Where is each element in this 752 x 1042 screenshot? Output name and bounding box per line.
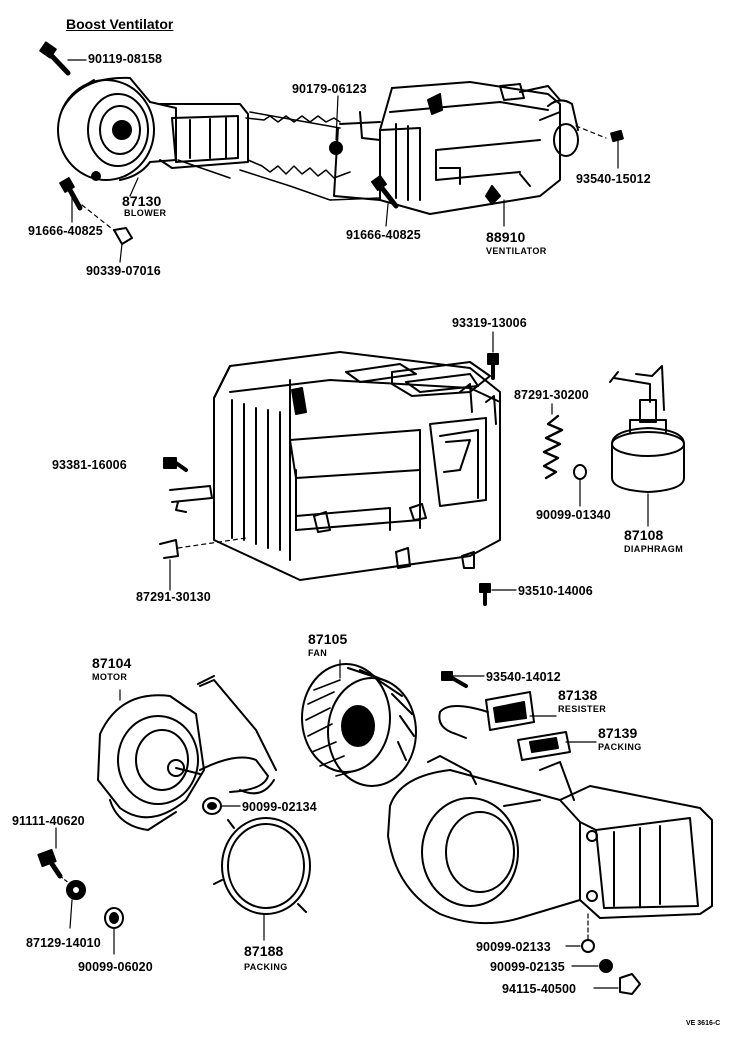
label-diaphragm-number: 87108	[624, 527, 664, 543]
packing-small-drawing	[517, 731, 571, 761]
screw-case-bottom-drawing	[479, 583, 491, 606]
label-washer-a: 90099-02133	[476, 940, 551, 954]
label-screw-vent: 91666-40825	[346, 228, 421, 242]
label-screw-left: 91666-40825	[28, 224, 103, 238]
label-screw-top: 90119-08158	[88, 52, 163, 66]
leaders-top	[67, 59, 619, 263]
label-nut-vent: 90179-06123	[292, 82, 367, 96]
drawing-code: VE 3616-C	[686, 1020, 721, 1027]
spring-drawing	[542, 414, 564, 480]
label-clip-left: 90339-07016	[86, 264, 161, 278]
washer-motor-drawing	[202, 797, 241, 815]
label-screw-resister: 93540-14012	[486, 670, 561, 684]
screw-top-drawing	[39, 41, 71, 76]
label-washer-diaphragm: 90099-01340	[536, 508, 611, 522]
screw-right-drawing	[575, 125, 624, 143]
label-screw-case-bottom: 93510-14006	[518, 584, 593, 598]
label-packing-big-number: 87188	[244, 943, 284, 959]
nut-vent-drawing	[329, 141, 343, 155]
label-motor-name: MOTOR	[92, 672, 128, 682]
leaders-bottom	[119, 659, 597, 743]
bushing-drawing	[59, 875, 86, 929]
label-nut-bottom: 94115-40500	[502, 982, 577, 996]
washer-diaphragm-drawing	[573, 464, 587, 480]
washer-b-drawing	[571, 959, 613, 973]
fan-drawing	[301, 663, 417, 787]
label-washer-motor: 90099-02134	[242, 800, 317, 814]
label-washer-b: 90099-02135	[490, 960, 565, 974]
label-resister-name: RESISTER	[558, 704, 607, 714]
heater-case-drawing	[169, 351, 501, 581]
ventilator-drawing	[333, 81, 579, 215]
label-bolt-motor: 91111-40620	[12, 814, 85, 828]
label-motor-number: 87104	[92, 655, 132, 671]
screw-case-top-drawing	[487, 353, 499, 380]
label-screw-case-top: 93319-13006	[452, 316, 527, 330]
label-bracket: 87291-30130	[136, 590, 211, 604]
label-packing-big-name: PACKING	[244, 962, 288, 972]
label-washer-bottom-left: 90099-06020	[78, 960, 153, 974]
bracket-drawing	[159, 537, 247, 559]
label-resister-number: 87138	[558, 687, 598, 703]
page-title: Boost Ventilator	[66, 16, 174, 32]
motor-drawing	[97, 675, 277, 831]
screw-resister-drawing	[441, 671, 468, 688]
packing-big-drawing	[213, 817, 311, 941]
bolt-motor-drawing	[37, 827, 63, 879]
resister-drawing	[438, 691, 535, 739]
label-screw-case-left: 93381-16006	[52, 458, 127, 472]
washer-bottom-left-drawing	[104, 907, 124, 955]
screw-left-drawing	[59, 177, 133, 245]
leaders-middle	[169, 331, 649, 591]
label-blower-name: BLOWER	[124, 208, 167, 218]
nut-bottom-drawing	[593, 973, 641, 995]
label-bushing: 87129-14010	[26, 936, 101, 950]
label-screw-right: 93540-15012	[576, 172, 651, 186]
bellows-lines	[177, 111, 381, 201]
label-spring: 87291-30200	[514, 388, 589, 402]
label-diaphragm-name: DIAPHRAGM	[624, 544, 684, 554]
label-fan-name: FAN	[308, 648, 328, 658]
blower-housing-drawing	[387, 755, 713, 925]
diaphragm-drawing	[609, 365, 685, 493]
label-ventilator-name: VENTILATOR	[486, 246, 547, 256]
blower-drawing	[57, 76, 249, 181]
label-ventilator-number: 88910	[486, 229, 526, 245]
label-fan-number: 87105	[308, 631, 348, 647]
screw-vent-drawing	[371, 175, 399, 209]
label-blower-number: 87130	[122, 193, 162, 209]
label-packing-small-name: PACKING	[598, 742, 642, 752]
washer-a-drawing	[565, 913, 595, 953]
label-packing-small-number: 87139	[598, 725, 638, 741]
